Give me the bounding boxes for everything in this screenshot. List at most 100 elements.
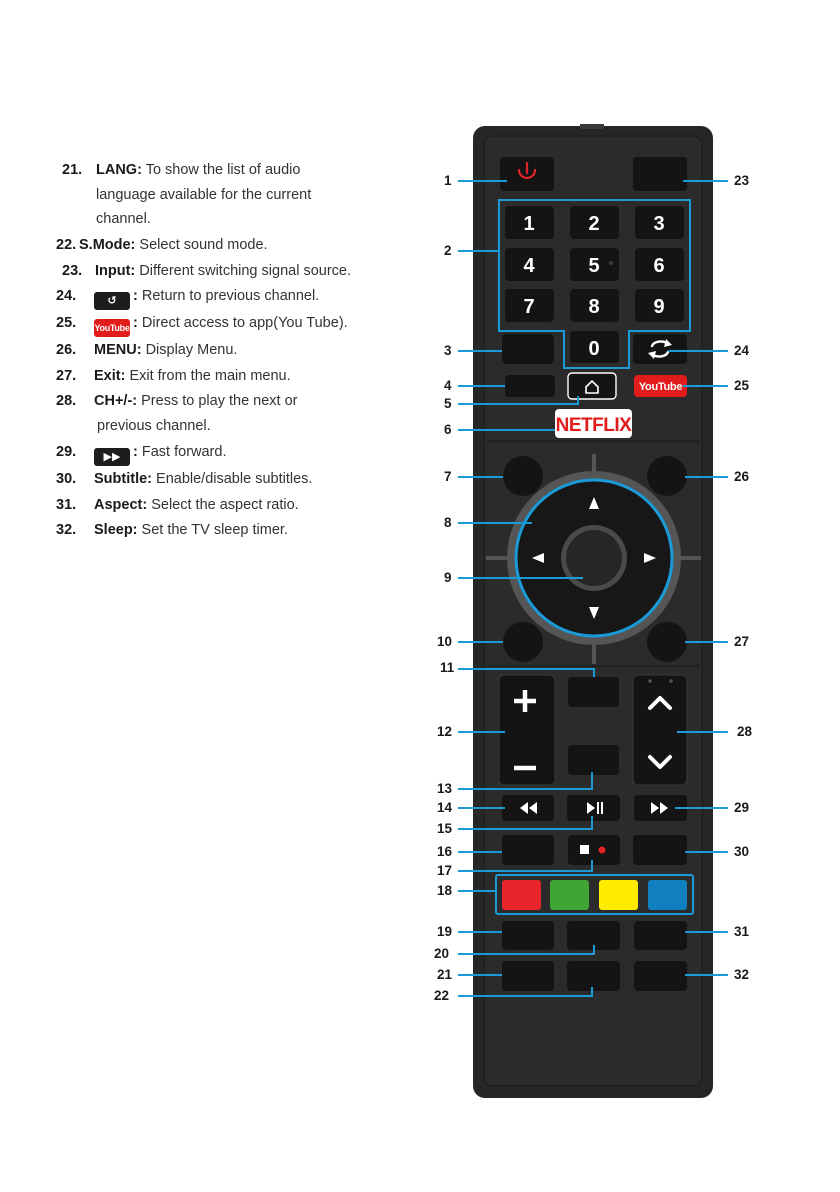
button-16[interactable] [502,835,554,865]
button-19[interactable] [502,921,554,950]
legend-entry-21: 21. LANG: To show the list of audio lang… [0,158,420,232]
chevron-up-icon [648,696,672,710]
legend-text: language available for the current [96,186,312,203]
blue-button[interactable] [648,880,687,910]
lang-button[interactable] [502,961,554,991]
ok-button[interactable] [566,530,622,586]
legend-number: 21. [62,162,83,178]
legend-number: 30. [56,471,77,487]
legend-number: 28. [56,393,77,409]
s-mode-button[interactable] [567,961,620,991]
menu-button[interactable] [647,456,687,496]
legend-label: CH+/-: [94,393,138,409]
button-7[interactable] [503,456,543,496]
legend-label: Input: [95,262,136,279]
button-20[interactable] [567,921,620,950]
legend-text: Select the aspect ratio. [151,496,299,513]
stop-record-button[interactable] [568,835,620,865]
down-arrow-icon[interactable] [589,607,599,619]
digit-label: 4 [523,255,535,277]
digit-5-button[interactable] [570,248,619,281]
digit-8-button[interactable] [570,289,619,322]
aspect-button[interactable] [634,921,687,950]
button-4[interactable] [505,375,555,397]
legend-number: 22. [56,237,77,253]
netflix-button[interactable] [555,409,632,438]
legend-text: Fast forward. [141,444,227,460]
input-button[interactable] [633,157,687,191]
legend-text: channel. [96,211,151,227]
home-icon [585,380,599,394]
callout-number: 16 [437,844,453,859]
home-button[interactable] [567,372,617,400]
callout-number: 24 [734,343,750,358]
number-pad: 1 2 3 4 5 6 7 8 9 0 [505,206,684,363]
legend-label: MENU: [94,342,142,358]
callout-number: 9 [444,570,452,585]
color-buttons-highlight [495,874,694,915]
left-arrow-icon[interactable] [532,553,544,563]
callout-number: 7 [444,469,452,484]
digit-1-button[interactable] [505,206,554,239]
legend-label: Subtitle: [94,471,152,487]
return-arrowhead [648,351,656,359]
digit-2-button[interactable] [570,206,619,239]
digit-label: 0 [588,338,599,360]
legend-label: : [133,288,138,304]
button-3[interactable] [502,334,554,364]
digit-4-button[interactable] [505,248,554,281]
right-arrow-icon[interactable] [644,553,656,563]
digit-9-button[interactable] [635,289,684,322]
digit-3-button[interactable] [635,206,684,239]
digit-label: 5 [588,255,599,277]
remote-notch [580,124,604,129]
sleep-button[interactable] [634,961,687,991]
legend-text: Display Menu. [145,342,238,358]
digit-6-button[interactable] [635,248,684,281]
legend-text: Return to previous channel. [141,288,320,304]
button-10[interactable] [503,622,543,662]
channel-rocker[interactable] [632,674,688,786]
youtube-label: YouTube [639,381,683,393]
green-button[interactable] [550,880,589,910]
exit-button[interactable] [647,622,687,662]
legend-label: Sleep: [94,522,138,538]
stop-icon [580,845,589,854]
legend-entry-22: 22. S.Mode: Select sound mode. [0,233,420,258]
tactile-dot [609,261,613,265]
callout-number: 14 [437,800,453,815]
legend-number: 29. [56,444,77,460]
yellow-button[interactable] [599,880,638,910]
legend-entry-27: 27. Exit: Exit from the main menu. [0,364,420,389]
subtitle-button[interactable] [633,835,687,865]
youtube-button[interactable] [634,375,687,397]
legend-entry-32: 32. Sleep: Set the TV sleep timer. [0,518,420,543]
digit-7-button[interactable] [505,289,554,322]
button-11[interactable] [568,677,619,707]
up-arrow-icon[interactable] [589,497,599,509]
legend-label: Aspect: [94,496,148,513]
callout-number: 27 [734,634,750,649]
callout-number: 5 [444,396,452,411]
legend-entry-26: 26. MENU: Display Menu. [0,338,420,363]
callout-number: 6 [444,422,452,437]
red-button[interactable] [502,880,541,910]
callout-number: 30 [734,844,750,859]
volume-rocker[interactable] [498,674,556,786]
legend-entry-29: 29. ▶▶: Fast forward. [0,440,420,466]
digit-label: 7 [523,296,534,318]
callout-number: 23 [734,173,750,188]
legend-text: Press to play the next or [141,393,298,409]
callout-number: 13 [437,781,453,796]
legend-number: 23. [62,262,83,279]
legend-text: Different switching signal source. [139,262,351,279]
button-13[interactable] [568,745,619,775]
return-button[interactable] [633,334,687,364]
tactile-dot [648,679,652,683]
legend-entry-30: 30. Subtitle: Enable/disable subtitles. [0,467,420,492]
callout-number: 31 [734,924,750,939]
callout-number: 28 [737,724,753,739]
digit-0-button[interactable] [570,331,619,363]
callout-number: 1 [444,173,452,188]
legend-entry-24: 24. ↺: Return to previous channel. [0,284,420,310]
